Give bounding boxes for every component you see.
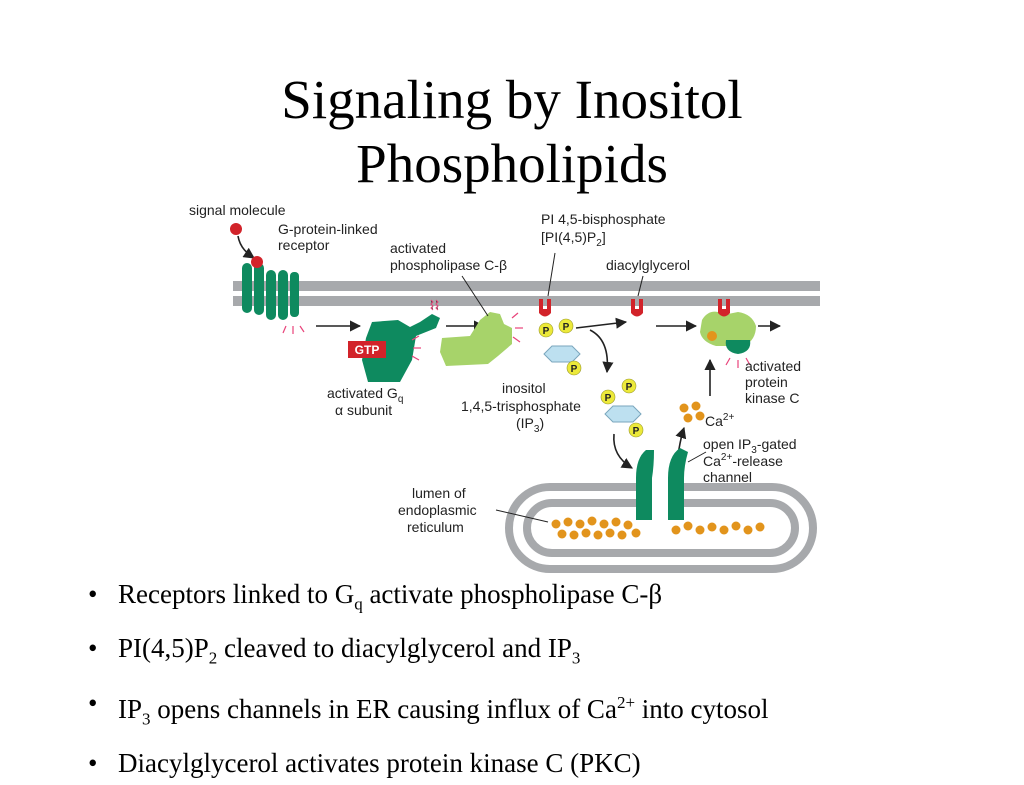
pkc-label-line2: protein: [745, 374, 788, 390]
pkc-calcium-ion-icon: [707, 331, 717, 341]
signal-molecule-icon: [230, 223, 242, 235]
er-label-line2: endoplasmic: [398, 502, 477, 518]
pip2-phosphate-groups: P P P: [538, 318, 582, 376]
phosphate-label: P: [543, 326, 550, 337]
gq-alpha-subunit-icon: [362, 314, 440, 382]
gq-lipid-anchor-icon: [430, 299, 439, 311]
pip2-label-line1: PI 4,5-bisphosphate: [541, 211, 666, 227]
gpcr-label-line2: receptor: [278, 237, 330, 253]
channel-label-line2: Ca2+-release: [703, 452, 783, 469]
ip3-label-line3: (IP3): [516, 415, 544, 435]
receptor-activation-burst-icon: [282, 325, 305, 334]
arrow-pip2-to-ip3: [589, 329, 614, 374]
phospholipase-c-beta-icon: [440, 312, 512, 366]
diacylglycerol-lipid-icon: [631, 299, 643, 317]
pip2-leader: [547, 252, 556, 297]
phosphate-label: P: [633, 426, 640, 437]
dag-leader: [637, 275, 644, 297]
arrow-signal-to-receptor: [237, 235, 255, 259]
gtp-label: GTP: [355, 343, 380, 357]
er-label-line1: lumen of: [412, 485, 466, 501]
bullet-list: Receptors linked to Gq activate phosphol…: [86, 572, 986, 785]
ip3-label-line2: 1,4,5-trisphosphate: [461, 398, 581, 414]
arrow-pip2-to-dag: [575, 317, 628, 329]
ip3-phosphate-groups: P P P: [600, 378, 644, 438]
pip2-inositol-ring-icon: [543, 345, 581, 363]
cytosolic-calcium-ions: [679, 401, 705, 423]
calcium-label: Ca2+: [705, 412, 734, 429]
pkc-lower-domain-icon: [725, 340, 751, 354]
bullet-item: Diacylglycerol activates protein kinase …: [86, 741, 986, 785]
phosphate-label: P: [571, 364, 578, 375]
er-leader: [495, 509, 549, 523]
pkc-activation-burst-icon: [725, 357, 751, 368]
title-line-1: Signaling by Inositol: [281, 69, 743, 130]
er-lumen-calcium-ions: [551, 516, 765, 540]
gq-activation-burst-icon: [411, 335, 421, 361]
gpcr-receptor-icon: [242, 256, 299, 320]
plc-label-line2: phospholipase C-β: [390, 257, 507, 273]
channel-label-line1: open IP3-gated: [703, 436, 797, 456]
er-label-line3: reticulum: [407, 519, 464, 535]
title-line-2: Phospholipids: [356, 133, 668, 194]
bullet-item: IP3 opens channels in ER causing influx …: [86, 681, 986, 741]
channel-label-line3: channel: [703, 469, 752, 485]
phosphate-label: P: [563, 322, 570, 333]
signal-molecule-label: signal molecule: [189, 202, 286, 218]
diacylglycerol-label: diacylglycerol: [606, 257, 690, 273]
arrow-ip3-to-channel: [613, 433, 633, 469]
plc-activation-burst-icon: [511, 312, 523, 343]
pkc-label-line1: activated: [745, 358, 801, 374]
pip2-label-line2: [PI(4,5)P2]: [541, 229, 606, 249]
ip3-gated-calcium-channel-icon: [636, 448, 688, 520]
gq-label-line1: activated Gq: [327, 385, 403, 405]
plasma-membrane: [233, 281, 820, 306]
plc-label-line1: activated: [390, 240, 446, 256]
gq-label-line2: α subunit: [335, 402, 392, 418]
pkc-label-line3: kinase C: [745, 390, 799, 406]
channel-leader: [687, 451, 707, 463]
pkc-dag-anchor-icon: [718, 299, 730, 317]
bullet-item: Receptors linked to Gq activate phosphol…: [86, 572, 986, 626]
slide-title: Signaling by Inositol Phospholipids: [0, 68, 1024, 196]
ip3-label-line1: inositol: [502, 380, 546, 396]
gtp-badge: [348, 341, 386, 358]
gpcr-label-line1: G-protein-linked: [278, 221, 378, 237]
ip3-inositol-ring-icon: [604, 405, 642, 423]
pip2-lipid-icon: [539, 299, 551, 317]
phosphate-label: P: [626, 382, 633, 393]
plc-leader: [461, 275, 489, 317]
inositol-signaling-diagram: GTP P P P: [189, 202, 820, 573]
bullet-item: PI(4,5)P2 cleaved to diacylglycerol and …: [86, 626, 986, 680]
phosphate-label: P: [605, 393, 612, 404]
